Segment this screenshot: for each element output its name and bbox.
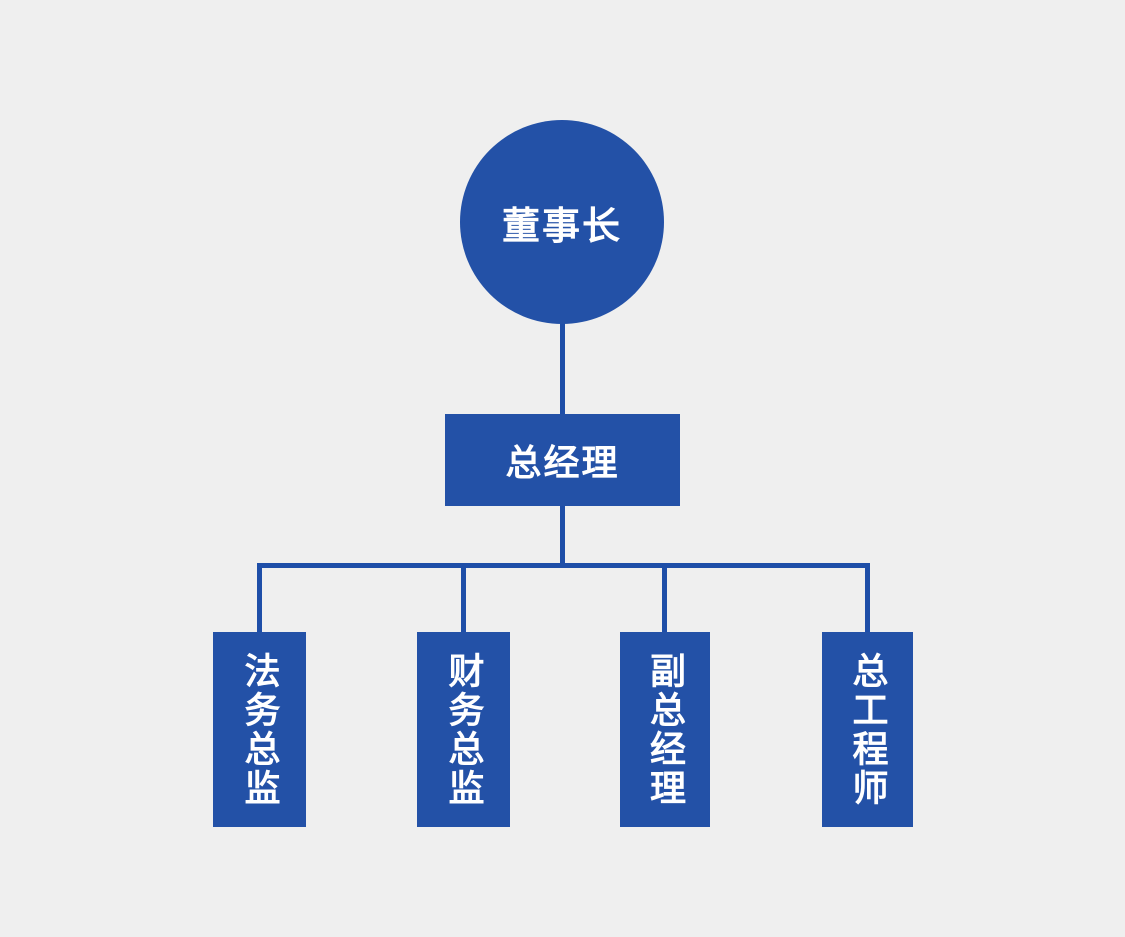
node-legal-director-label: 法务总监 — [239, 651, 281, 808]
node-chief-engineer-label: 总工程师 — [847, 651, 889, 808]
connector-drop-legal-director — [257, 565, 262, 633]
connector-drop-finance-director — [461, 565, 466, 633]
connector-gm-to-bus — [560, 500, 565, 568]
node-finance-director-label: 财务总监 — [443, 651, 485, 808]
node-deputy-general-manager-label: 副总经理 — [645, 651, 686, 808]
connector-bus-line — [257, 563, 870, 568]
node-deputy-general-manager: 副总经理 — [620, 632, 710, 827]
node-chief-engineer: 总工程师 — [822, 632, 913, 827]
node-general-manager: 总经理 — [445, 414, 680, 506]
connector-chairman-to-gm — [560, 310, 565, 420]
node-general-manager-label: 总经理 — [505, 442, 620, 483]
node-chairman-label: 董事长 — [501, 205, 622, 248]
node-finance-director: 财务总监 — [417, 632, 510, 827]
connector-drop-chief-engineer — [865, 565, 870, 633]
connector-drop-deputy-gm — [662, 565, 667, 633]
node-legal-director: 法务总监 — [213, 632, 306, 827]
node-chairman: 董事长 — [460, 120, 664, 324]
